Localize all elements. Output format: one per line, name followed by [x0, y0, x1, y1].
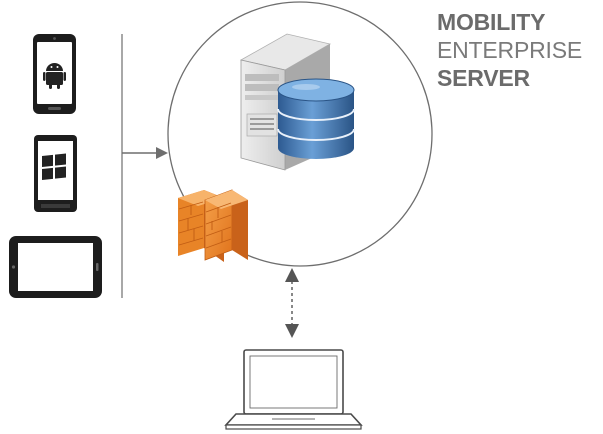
title-line-mobility: MOBILITY	[437, 9, 546, 35]
tablet-icon	[9, 236, 102, 298]
bidirectional-dashed-arrow	[285, 268, 299, 338]
windows-phone-icon	[34, 135, 77, 212]
laptop-icon	[224, 349, 363, 430]
connection-arrow	[122, 147, 168, 159]
title-line-server: SERVER	[437, 65, 530, 91]
title-line-enterprise: ENTERPRISE	[437, 37, 582, 63]
firewall-icon	[178, 189, 248, 262]
title-block: MOBILITY ENTERPRISE SERVER	[437, 8, 582, 92]
database-icon	[277, 78, 355, 159]
android-phone-icon	[33, 34, 76, 114]
server-boundary-circle	[167, 1, 433, 267]
